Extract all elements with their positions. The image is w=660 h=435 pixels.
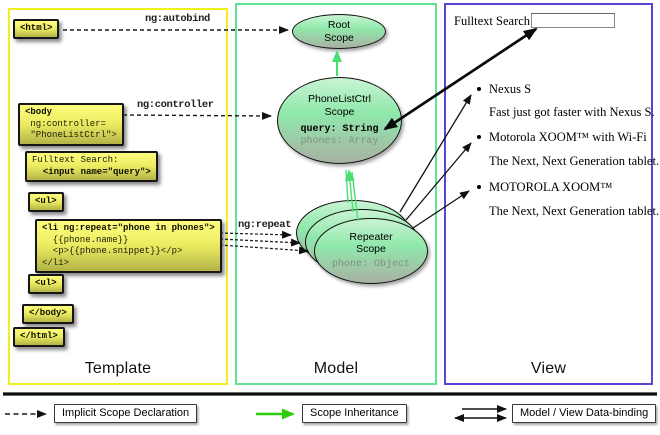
root-scope-ellipse: Root Scope	[292, 14, 386, 49]
phonelistctrl-scope-label: PhoneListCtrl Scope	[307, 93, 372, 118]
code-li-repeat: <li ng:repeat="phone in phones"> {{phone…	[35, 219, 222, 274]
legend-scope-inheritance-box: Scope Inheritance	[302, 404, 407, 423]
phonelistctrl-phones-prop: phones: Array	[300, 135, 379, 147]
code-ul-open-text: <ul>	[35, 196, 57, 206]
view-search-input[interactable]	[531, 13, 615, 28]
code-html-close: </html>	[13, 327, 65, 347]
bullet-icon	[477, 87, 481, 91]
code-body-open-tag: <body	[25, 107, 53, 117]
view-item-title: Motorola XOOM™ with Wi-Fi	[489, 130, 647, 144]
view-item-title: MOTOROLA XOOM™	[489, 180, 613, 194]
view-item-title: Nexus S	[489, 82, 532, 96]
code-fulltext-input: <input name="query">	[32, 166, 151, 177]
repeater-phone-prop: phone: Object	[331, 259, 410, 271]
label-ng-autobind: ng:autobind	[145, 13, 210, 25]
code-body-close-text: </body>	[29, 308, 67, 318]
legend-binding-arrows	[454, 405, 507, 422]
template-column-label: Template	[84, 360, 152, 377]
phonelistctrl-scope-ellipse: PhoneListCtrl Scope query: String phones…	[277, 77, 402, 164]
model-column: Model	[235, 3, 437, 385]
root-scope-label: Root Scope	[324, 19, 354, 44]
code-fulltext-label: Fulltext Search:	[32, 155, 119, 165]
view-item-desc: The Next, Next Generation tablet.	[489, 154, 660, 168]
code-html-open: <html>	[13, 19, 60, 39]
code-fulltext-search: Fulltext Search: <input name="query">	[25, 151, 158, 183]
code-body-close: </body>	[22, 304, 74, 324]
bullet-icon	[477, 185, 481, 189]
code-ul-close: <ul>	[28, 274, 64, 294]
code-html-close-text: </html>	[20, 331, 58, 341]
view-search-label: Fulltext Search:	[454, 14, 534, 28]
code-li-repeat-tag: <li ng:repeat="phone in phones">	[42, 223, 215, 233]
model-column-label: Model	[313, 360, 359, 377]
view-item-desc: Fast just got faster with Nexus S.	[489, 105, 655, 119]
view-item-desc: The Next, Next Generation tablet.	[489, 204, 660, 218]
phonelistctrl-query-prop: query: String	[300, 123, 379, 135]
code-ul-open: <ul>	[28, 192, 64, 212]
label-ng-repeat: ng:repeat	[238, 219, 292, 231]
view-column-label: View	[530, 360, 567, 377]
legend-implicit-scope-box: Implicit Scope Declaration	[54, 404, 198, 423]
repeater-scope-ellipse-front: Repeater Scope phone: Object	[314, 218, 428, 284]
code-body-open-rest: ng:controller= "PhoneListCtrl">	[30, 118, 117, 141]
label-ng-controller: ng:controller	[137, 99, 214, 111]
bullet-icon	[477, 135, 481, 139]
legend-data-binding-box: Model / View Data-binding	[512, 404, 657, 423]
code-ul-close-text: <ul>	[35, 278, 57, 288]
code-body-open: <body ng:controller= "PhoneListCtrl">	[18, 103, 124, 146]
code-li-repeat-rest: {{phone.name}} <p>{{phone.snippet}}</p> …	[42, 234, 183, 268]
repeater-scope-label: Repeater Scope	[349, 230, 393, 255]
code-html-open-text: <html>	[20, 23, 53, 33]
